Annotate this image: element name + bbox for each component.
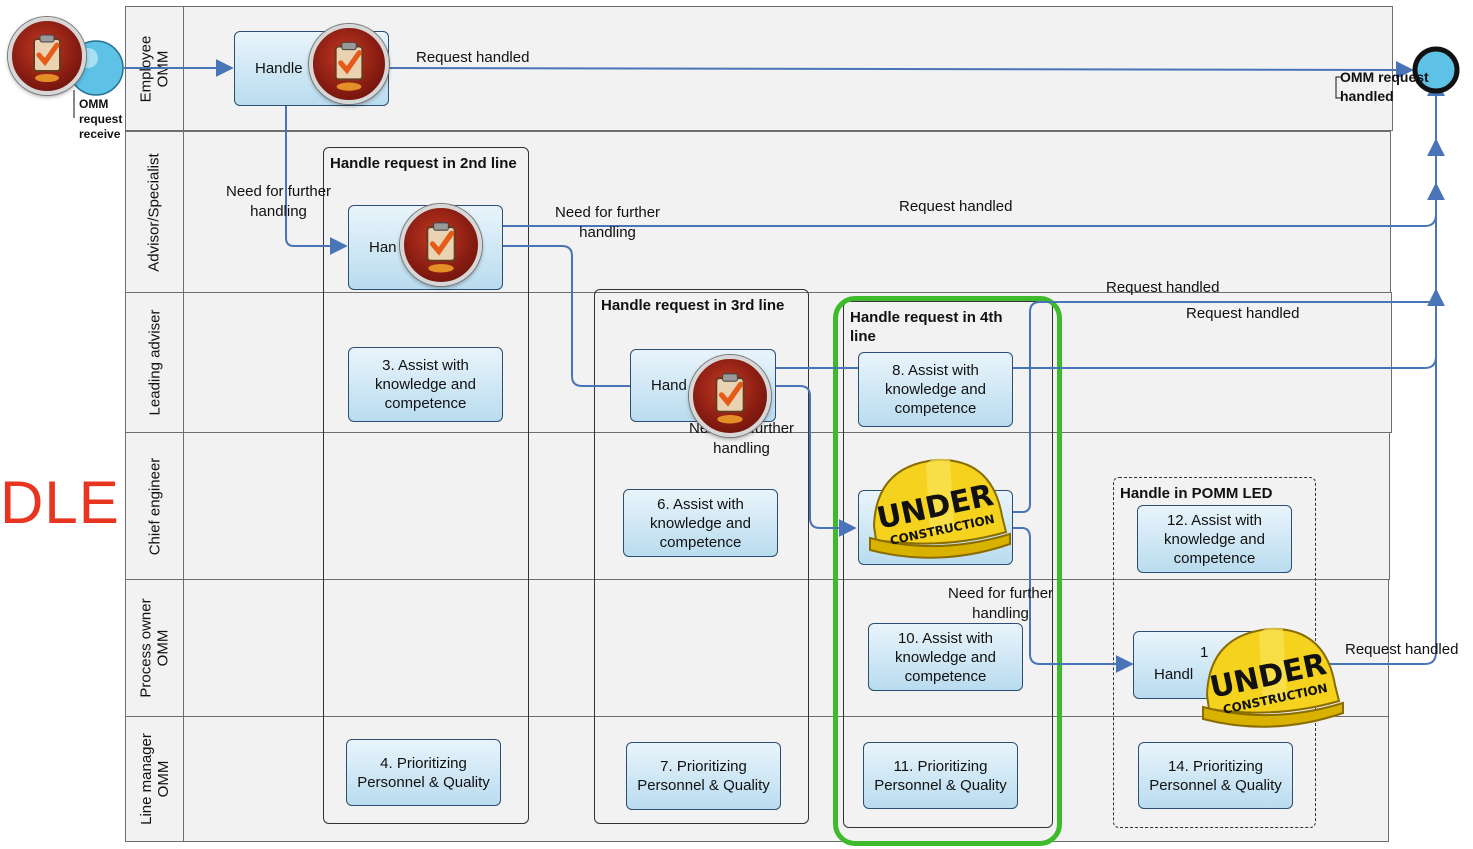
clipboard-check-icon [689, 355, 771, 437]
task-7-prioritizing[interactable]: 7. Prioritizing Personnel & Quality [626, 742, 781, 810]
flow-label: Request handled [899, 198, 1013, 215]
task-label: 8. Assist with knowledge and competence [885, 362, 986, 417]
task-4-prioritizing[interactable]: 4. Prioritizing Personnel & Quality [346, 739, 501, 806]
task-label: 10. Assist with knowledge and competence [895, 629, 996, 685]
task-label: 6. Assist with knowledge and competence [650, 495, 751, 551]
under-construction-hardhat-icon: UNDER CONSTRUCTION [869, 458, 1011, 559]
flow-3rd-to-4th [776, 385, 857, 537]
flow-4th-request-handled [1013, 301, 1436, 513]
flow-2nd-to-3rd [503, 245, 630, 387]
task-label: 11. Prioritizing Personnel & Quality [874, 757, 1007, 794]
flow-label: Need for further handling [948, 585, 1054, 622]
subprocess-4th-line: Handle request in 4th line [843, 301, 1053, 828]
highlight-4th-line [833, 296, 1062, 846]
subprocess-title: Handle request in 4th line [850, 309, 1003, 345]
task-13-number: 1 [1200, 644, 1209, 661]
flow-label: Request handled [1345, 641, 1459, 658]
task-label: 3. Assist with knowledge and competence [375, 357, 476, 412]
flow-label: Request handled [1186, 305, 1300, 322]
task-3-assist[interactable]: 3. Assist with knowledge and competence [348, 347, 503, 422]
subprocess-2nd-line: Handle request in 2nd line [323, 147, 529, 824]
task-label: 4. Prioritizing Personnel & Quality [357, 754, 490, 791]
flow-label: Need for further handling [226, 183, 332, 220]
task-label: Han [369, 239, 397, 256]
task-label: 14. Prioritizing Personnel & Quality [1149, 757, 1282, 794]
task-11-prioritizing[interactable]: 11. Prioritizing Personnel & Quality [863, 742, 1018, 809]
flow-label: Request handled [416, 49, 530, 66]
clipboard-check-icon [8, 17, 86, 95]
flow-handle-to-2nd [285, 106, 348, 255]
task-label: 7. Prioritizing Personnel & Quality [637, 758, 770, 794]
flow-handle-to-end [387, 60, 1414, 79]
clipboard-check-icon [400, 204, 482, 286]
subprocess-3rd-line: Handle request in 3rd line [594, 289, 809, 824]
task-10-assist[interactable]: 10. Assist with knowledge and competence [868, 623, 1023, 691]
task-6-assist[interactable]: 6. Assist with knowledge and competence [623, 489, 778, 557]
end-event-label: OMM request handled [1340, 69, 1429, 104]
clipboard-check-icon [309, 24, 389, 104]
start-event-label: OMM request receive [79, 97, 123, 141]
flow-label: Need for further handling [555, 204, 661, 241]
side-title-fragment: DLE [0, 469, 120, 536]
flow-4th-to-pomm [1013, 527, 1134, 673]
flow-pomm-request-handled [1292, 138, 1445, 665]
task-label: Handle [255, 60, 303, 77]
task-label: Handl [1154, 665, 1194, 683]
task-8-assist[interactable]: 8. Assist with knowledge and competence [858, 352, 1013, 427]
subprocess-title: Handle in POMM LED [1120, 485, 1273, 502]
subprocess-title: Handle request in 3rd line [601, 297, 785, 314]
end-event [1412, 46, 1460, 94]
under-construction-hardhat-icon: UNDER CONSTRUCTION [1202, 627, 1344, 728]
flow-label: Request handled [1106, 279, 1220, 296]
task-label: 12. Assist with knowledge and competence [1164, 511, 1265, 567]
task-label: Hand [651, 377, 687, 394]
subprocess-title: Handle request in 2nd line [330, 155, 517, 172]
lane-advisor-specialist: Advisor/Specialist [125, 131, 1391, 293]
task-14-prioritizing[interactable]: 14. Prioritizing Personnel & Quality [1138, 742, 1293, 809]
task-12-assist[interactable]: 12. Assist with knowledge and competence [1137, 505, 1292, 573]
